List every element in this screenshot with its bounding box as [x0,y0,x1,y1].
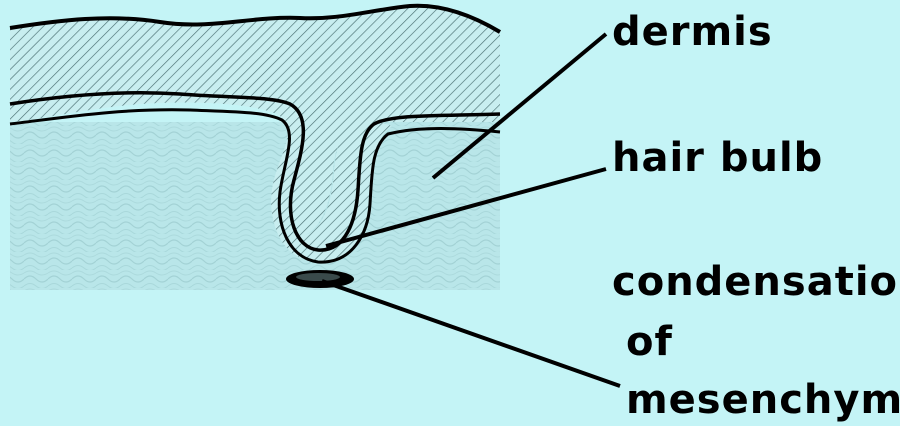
dermis-region [10,122,500,290]
of-label: of [626,322,673,362]
mesenchyme-condensation-texture [296,273,340,281]
mesenchyme-label: mesenchyme [626,380,900,420]
hair-bulb-label: hair bulb [612,138,823,178]
condensation-leader-line [322,281,620,386]
condensation-label: condensation [612,262,900,302]
dermis-label: dermis [612,12,773,52]
